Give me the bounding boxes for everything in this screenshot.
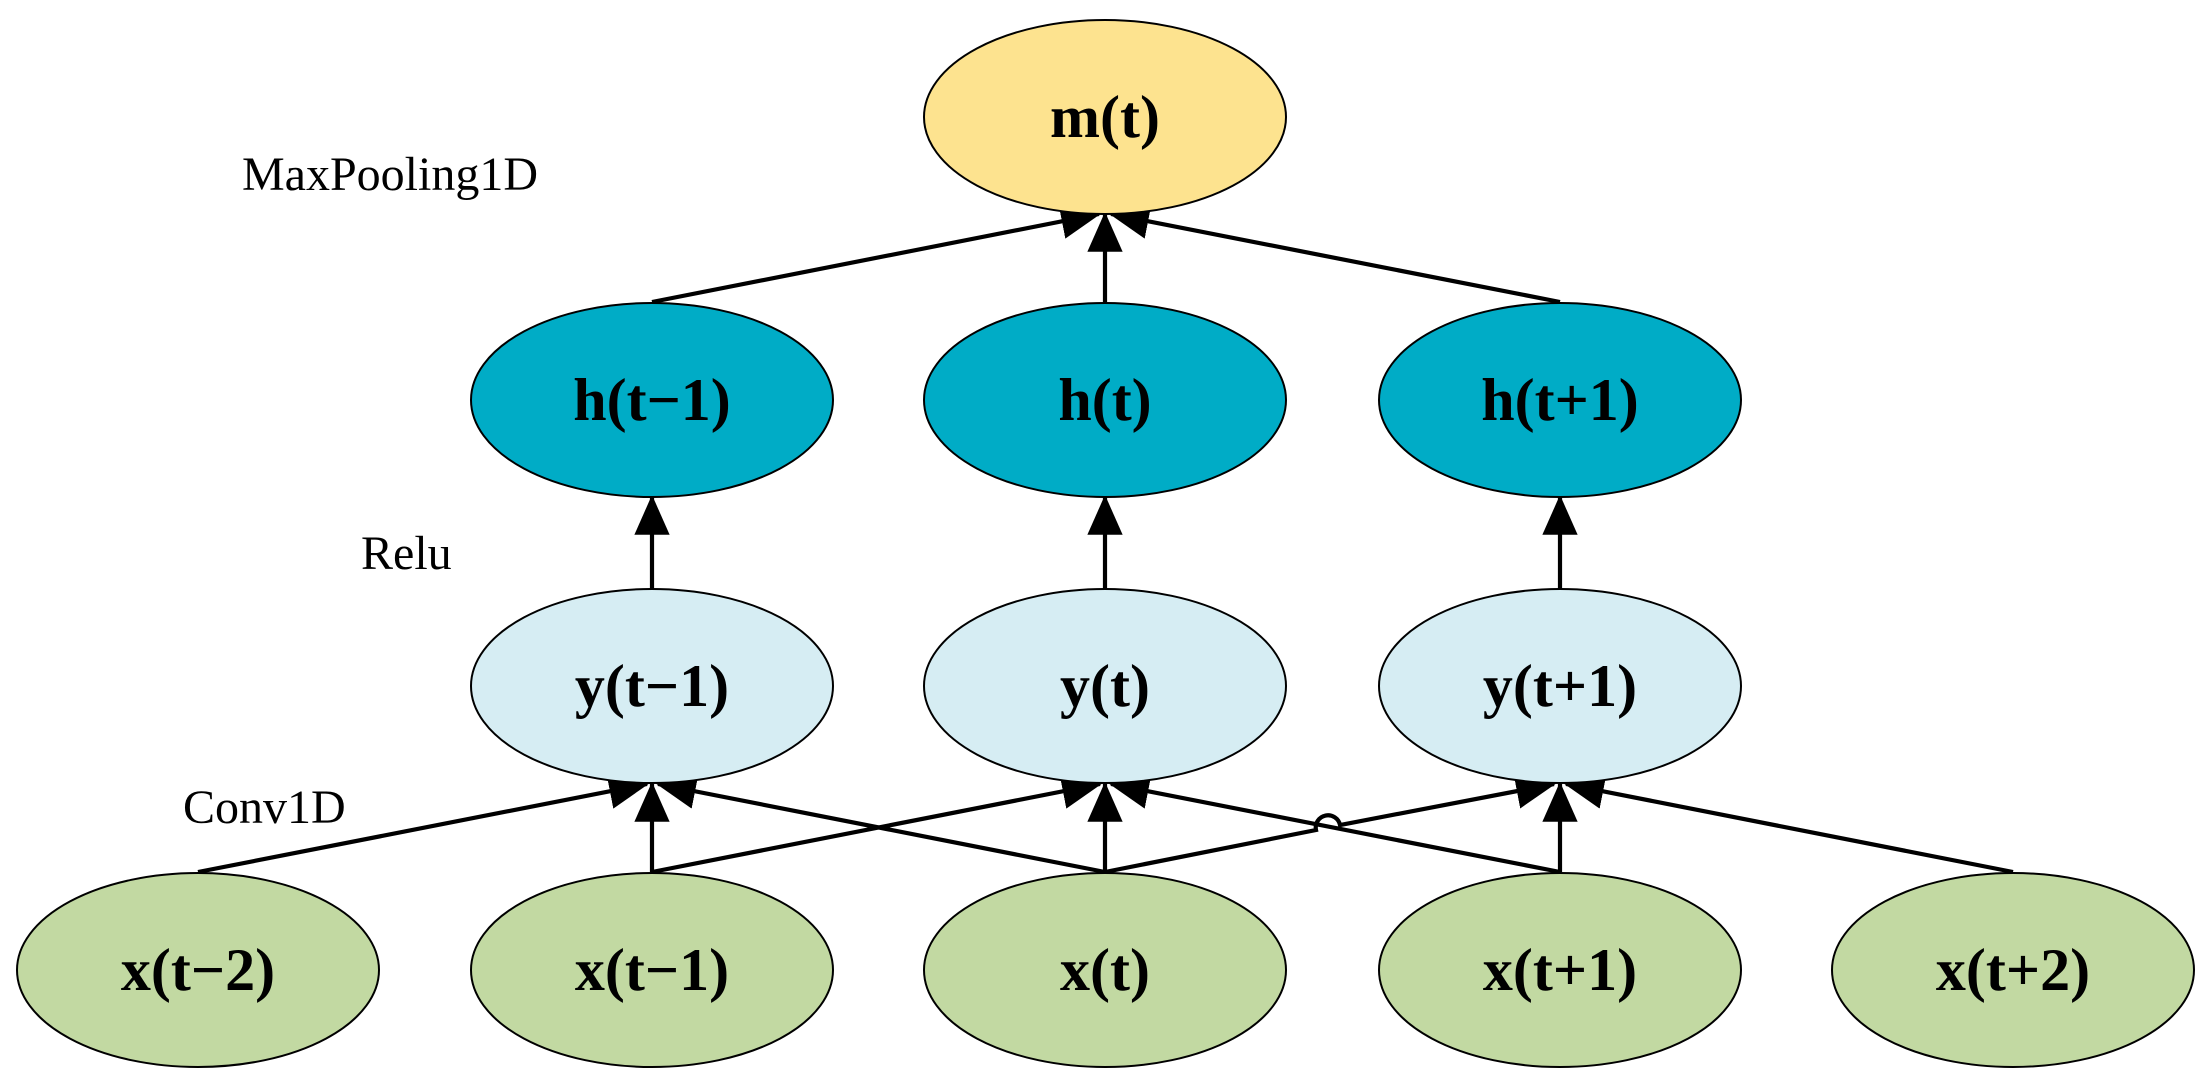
node-y-tp1-label: y(t+1): [1483, 653, 1637, 719]
node-x-t: x(t): [923, 872, 1287, 1068]
node-h-t-shape: [923, 302, 1287, 498]
node-x-tp2-shape: [1831, 872, 2195, 1068]
nodes-group: m(t) h(t−1) h(t) h(t+1) y(t−1) y(t) y(t+…: [16, 19, 2195, 1068]
edge-x-tp1-to-y-t: [1108, 773, 1561, 875]
node-y-tm1-shape: [470, 588, 834, 784]
node-h-t: h(t): [923, 302, 1287, 498]
node-x-tm2-shape: [16, 872, 380, 1068]
node-x-tm2-label: x(t−2): [121, 937, 275, 1003]
node-x-tp1-label: x(t+1): [1483, 937, 1637, 1003]
layer-label-relu: Relu: [361, 527, 452, 580]
layer-label-conv1d: Conv1D: [183, 781, 346, 834]
node-y-t-label: y(t): [1060, 653, 1150, 719]
node-x-tp1: x(t+1): [1378, 872, 1742, 1068]
node-h-tm1-shape: [470, 302, 834, 498]
layer-label-maxpooling1d: MaxPooling1D: [242, 148, 538, 201]
edge-h-tp1-to-m-t: [1108, 203, 1561, 305]
node-x-tm1: x(t−1): [470, 872, 834, 1068]
node-h-tp1-label: h(t+1): [1481, 367, 1639, 433]
edge-h-tm1-to-m-t: [651, 203, 1102, 305]
edge-x-t-to-y-tp1: [1104, 773, 1557, 875]
node-y-tm1-label: y(t−1): [575, 653, 729, 719]
node-y-t: y(t): [923, 588, 1287, 784]
node-h-tp1: h(t+1): [1378, 302, 1742, 498]
node-m-t-label: m(t): [1050, 84, 1160, 150]
node-y-tm1: y(t−1): [470, 588, 834, 784]
edges-group: [197, 203, 2014, 875]
node-h-t-label: h(t): [1058, 367, 1151, 433]
node-x-tp2: x(t+2): [1831, 872, 2195, 1068]
node-x-t-label: x(t): [1060, 937, 1150, 1003]
node-y-tp1-shape: [1378, 588, 1742, 784]
node-x-tp2-label: x(t+2): [1936, 937, 2090, 1003]
node-y-t-shape: [923, 588, 1287, 784]
node-x-tp1-shape: [1378, 872, 1742, 1068]
node-x-tm1-label: x(t−1): [575, 937, 729, 1003]
node-h-tp1-shape: [1378, 302, 1742, 498]
edge-x-tp2-to-y-tp1: [1563, 773, 2014, 875]
node-h-tm1-label: h(t−1): [573, 367, 731, 433]
node-m-t-shape: [923, 19, 1287, 215]
edge-x-tm2-to-y-tm1: [197, 773, 650, 875]
node-m-t: m(t): [923, 19, 1287, 215]
node-h-tm1: h(t−1): [470, 302, 834, 498]
node-x-tm2: x(t−2): [16, 872, 380, 1068]
edge-x-tm1-to-y-t: [651, 773, 1103, 875]
layer-labels-group: MaxPooling1D Relu Conv1D: [183, 148, 538, 834]
node-x-tm1-shape: [470, 872, 834, 1068]
node-y-tp1: y(t+1): [1378, 588, 1742, 784]
node-x-t-shape: [923, 872, 1287, 1068]
